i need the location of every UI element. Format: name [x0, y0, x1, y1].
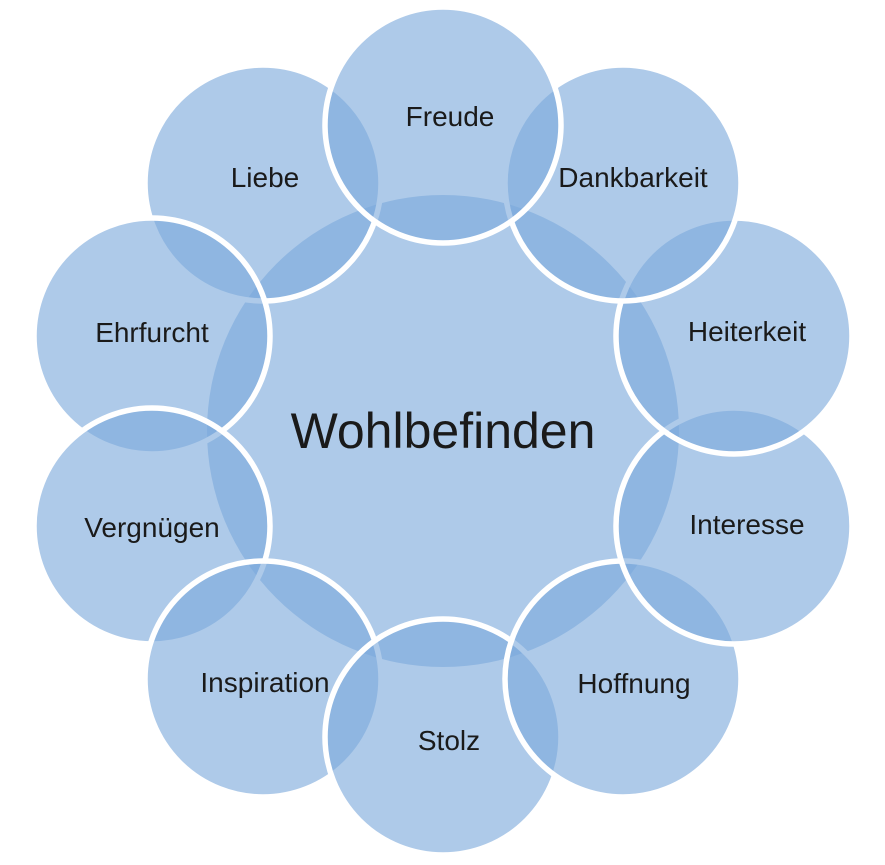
bubble-label-stolz: Stolz — [418, 725, 480, 756]
hub-label: Wohlbefinden — [291, 403, 596, 459]
bubble-label-dankbarkeit: Dankbarkeit — [558, 162, 708, 193]
bubble-label-interesse: Interesse — [689, 509, 804, 540]
bubble-label-freude: Freude — [406, 101, 495, 132]
bubble-label-ehrfurcht: Ehrfurcht — [95, 317, 209, 348]
bubble-label-liebe: Liebe — [231, 162, 300, 193]
bubble-label-inspiration: Inspiration — [200, 667, 329, 698]
bubble-label-heiterkeit: Heiterkeit — [688, 316, 806, 347]
bubble-label-hoffnung: Hoffnung — [577, 668, 690, 699]
bubble-freude — [322, 4, 564, 246]
hub-circle — [207, 195, 679, 667]
bubble-label-vergnuegen: Vergnügen — [84, 512, 219, 543]
